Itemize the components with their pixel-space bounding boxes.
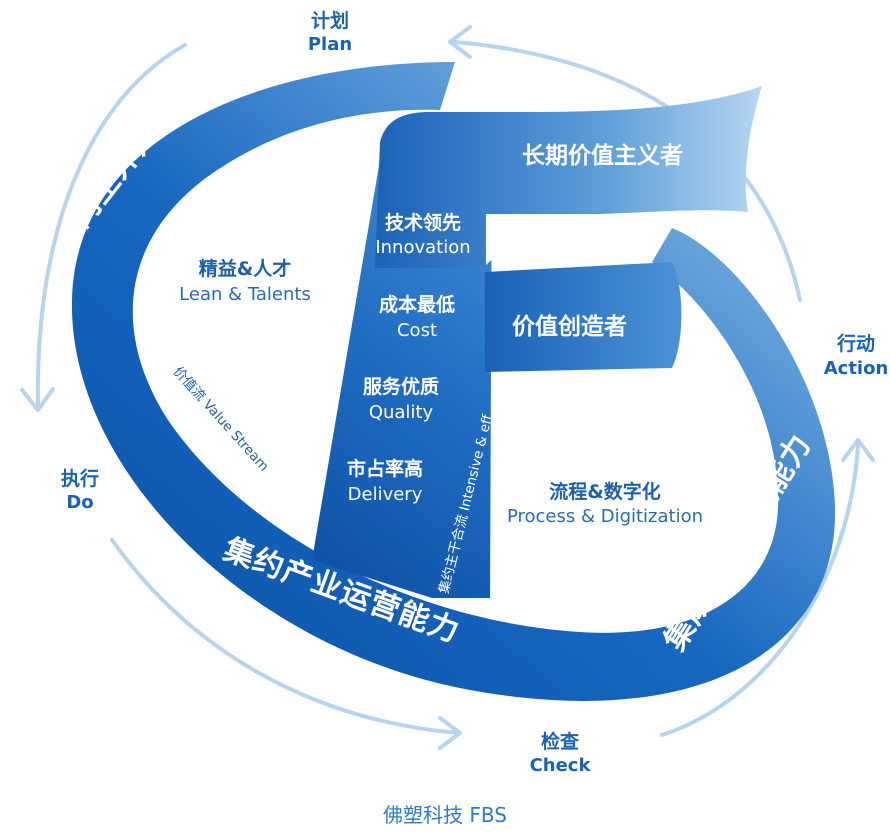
left-area-title: 精益&人才 — [198, 258, 292, 280]
stem-item-delivery-en: Delivery — [347, 484, 423, 505]
stem-item-cost: 成本最低 — [378, 294, 455, 316]
plan-label-en: Plan — [307, 34, 353, 55]
do-label-en: Do — [66, 492, 94, 513]
stem-item-quality: 服务优质 — [362, 376, 439, 398]
ring-band — [71, 62, 836, 701]
action-label: 行动 — [836, 333, 875, 355]
arrow-do-to-check-head — [438, 716, 462, 750]
plan-label: 计划 — [310, 10, 349, 32]
stem-item-innovation: 技术领先 — [384, 212, 461, 234]
flag-gap — [486, 214, 560, 265]
action-label-en: Action — [823, 358, 889, 379]
stem-item-quality-en: Quality — [368, 402, 434, 423]
left-area-subtitle: Lean & Talents — [179, 284, 311, 305]
arrow-plan-to-do — [35, 43, 187, 407]
check-label-en: Check — [529, 755, 591, 776]
right-area-subtitle: Process & Digitization — [506, 506, 704, 527]
flag-top — [375, 86, 762, 268]
flag-label-middle: 价值创造者 — [512, 314, 627, 340]
do-label: 执行 — [60, 468, 99, 490]
arrow-check-to-action-head — [841, 438, 875, 462]
flag-middle — [485, 262, 682, 372]
footer-caption: 佛塑科技 FBS — [383, 803, 507, 827]
check-label: 检查 — [540, 731, 579, 753]
right-area-title: 流程&数字化 — [549, 481, 661, 503]
arrow-do-to-check — [110, 538, 460, 735]
arrow-action-to-plan-head — [448, 25, 472, 59]
stem-item-innovation-en: Innovation — [375, 237, 471, 258]
stem-item-cost-en: Cost — [396, 320, 438, 341]
arrow-check-to-action — [660, 443, 860, 737]
arrow-plan-to-do-head — [20, 387, 55, 412]
stem-item-delivery: 市占率高 — [346, 458, 423, 480]
flag-label-top: 长期价值主义者 — [522, 143, 683, 169]
